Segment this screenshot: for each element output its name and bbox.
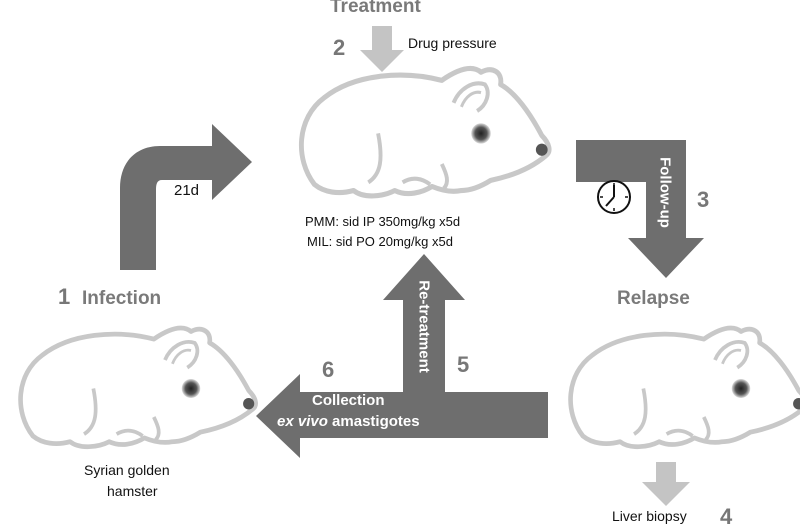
amastigotes-text: amastigotes — [327, 413, 420, 430]
step-5-number: 5 — [457, 352, 470, 377]
collection-label-line2: ex vivo amastigotes — [277, 413, 420, 430]
step-6-number: 6 — [322, 357, 335, 382]
arrow-liver-biopsy — [642, 462, 690, 506]
step-1-number: 1 — [58, 284, 71, 309]
ex-vivo-text: ex vivo — [277, 413, 328, 430]
arrow-follow-up — [576, 140, 704, 278]
clock-icon — [597, 180, 631, 214]
liver-biopsy-label: Liver biopsy — [612, 508, 687, 524]
treatment-line-1: PMM: sid IP 350mg/kg x5d — [305, 214, 461, 229]
collection-label-line1: Collection — [312, 392, 385, 409]
treatment-title: Treatment — [330, 0, 421, 17]
step-2-number: 2 — [333, 35, 346, 60]
infection-title: Infection — [82, 288, 162, 309]
step-3-number: 3 — [697, 187, 710, 212]
relapse-title: Relapse — [617, 288, 690, 309]
hamster-top — [301, 68, 549, 195]
follow-up-label: Follow-up — [656, 157, 674, 228]
hamster-right — [571, 328, 800, 447]
step-4-number: 4 — [720, 504, 733, 529]
arrow-drug-pressure — [360, 26, 404, 72]
treatment-line-2: MIL: sid PO 20mg/kg x5d — [307, 234, 453, 249]
drug-pressure-label: Drug pressure — [408, 35, 497, 51]
hamster-left — [21, 328, 256, 447]
arrow-infection-to-treatment — [120, 124, 252, 270]
retreatment-label: Re-treatment — [415, 280, 433, 373]
arrow-retreatment-collection — [256, 254, 548, 458]
arrow-21d-label: 21d — [174, 182, 200, 199]
hamster-label-line1: Syrian golden — [84, 462, 170, 478]
hamster-label-line2: hamster — [107, 483, 158, 499]
